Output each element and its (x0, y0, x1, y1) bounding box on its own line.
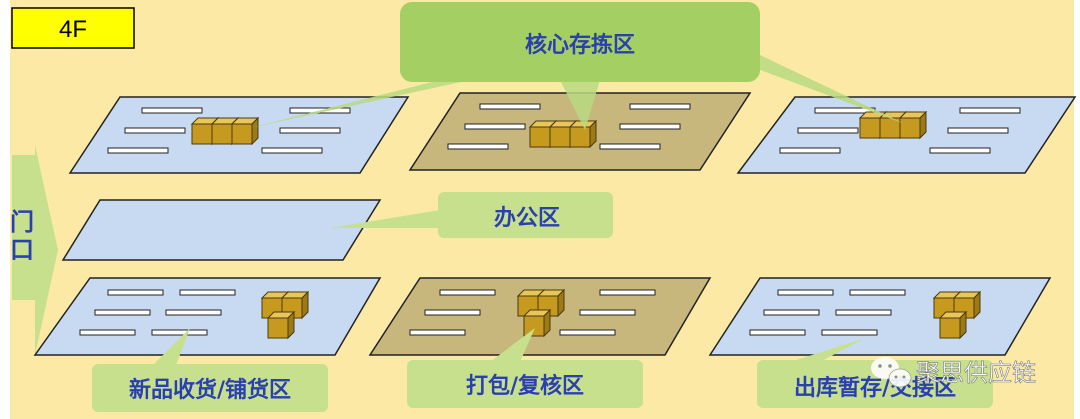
shelf-area-top-center (408, 92, 752, 171)
shelf-area-top-right (736, 96, 1077, 174)
packing-callout (490, 328, 535, 362)
core-picking-label: 核心存拣区 (525, 32, 635, 58)
floor-tag (11, 7, 135, 49)
right-white-strip (1074, 0, 1080, 419)
receiving-label-box (92, 364, 328, 412)
office-label-box (438, 192, 613, 238)
outbound-callout (790, 338, 865, 362)
packing-label: 打包/复核区 (466, 373, 584, 399)
core-callout-right (720, 55, 905, 124)
office-callout (330, 210, 440, 228)
door-label-top: 门 (10, 208, 34, 236)
left-white-strip (0, 0, 10, 419)
receiving-callout (150, 328, 190, 368)
packing-label-box (407, 360, 643, 408)
outbound-label-box (757, 360, 993, 408)
watermark-text: 聚思供应链 (916, 359, 1036, 387)
office-label: 办公区 (494, 206, 560, 231)
outbound-label: 出库暂存/交接区 (794, 375, 956, 401)
watermark: 聚思供应链 (871, 357, 1036, 388)
core-callout-left (250, 80, 470, 128)
floor-tag-text: 4F (59, 16, 87, 43)
shelf-area-top-left (68, 96, 410, 174)
wechat-icon (871, 357, 912, 388)
door-label-bottom: 口 (10, 236, 34, 264)
shelf-area-bottom-center (368, 277, 712, 356)
core-picking-label-box (400, 2, 760, 82)
office-area (61, 199, 382, 261)
door-arrow (12, 145, 58, 355)
receiving-label: 新品收货/铺货区 (129, 377, 291, 403)
shelf-area-bottom-right (708, 277, 1052, 356)
shelf-area-bottom-left (33, 277, 382, 356)
core-callout-center (560, 80, 600, 130)
